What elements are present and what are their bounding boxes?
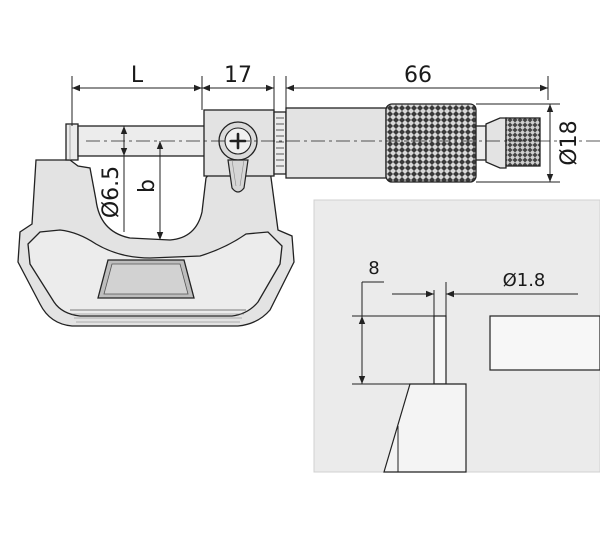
ratchet-neck (475, 125, 487, 161)
detail-view: 8 Ø1.8 (313, 199, 600, 473)
dim-label-17: 17 (224, 63, 252, 88)
detail-spindle-body (383, 383, 467, 473)
detail-anvil-face (489, 315, 600, 371)
dim-label-66: 66 (404, 63, 432, 88)
anvil (65, 123, 79, 161)
frame-name-plate-inner (103, 263, 189, 295)
extension-lines-top (71, 76, 549, 126)
micrometer-main-view: L 17 66 Ø18 Ø6.5 b (17, 63, 600, 327)
knurled-sleeve (385, 103, 477, 183)
detail-dim-label-8: 8 (368, 258, 379, 279)
detail-dim-label-diam-1-8: Ø1.8 (503, 270, 546, 291)
sleeve-collar (273, 111, 287, 175)
dim-label-diam-18: Ø18 (557, 120, 582, 165)
dim-label-b: b (135, 179, 160, 193)
sleeve-collar-ticks (276, 117, 284, 167)
dim-label-diam-6-5: Ø6.5 (99, 166, 124, 218)
dim-label-L: L (131, 63, 144, 88)
ratchet-knob (505, 117, 541, 167)
thimble-barrel (285, 107, 387, 179)
frame-bottom-ridges (70, 309, 246, 323)
detail-spindle-tip (433, 315, 447, 385)
ratchet-cone (485, 117, 507, 169)
